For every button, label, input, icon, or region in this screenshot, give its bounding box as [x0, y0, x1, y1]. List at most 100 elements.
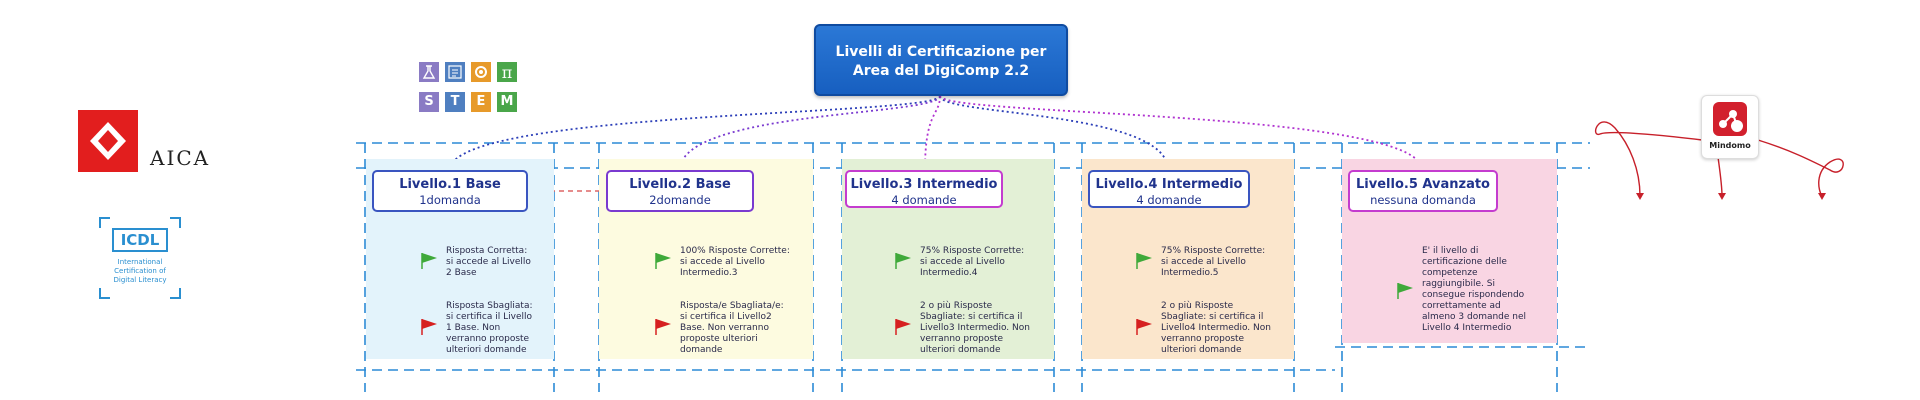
text-line: si certifica il Livello [446, 312, 533, 322]
level-4-title: Livello.4 Intermedio [1095, 177, 1243, 192]
text-line: verranno proposte [920, 334, 1004, 344]
text-line: domande [680, 345, 723, 355]
icdl-line3: Digital Literacy [113, 276, 167, 284]
root-link-line [679, 95, 941, 171]
level-2-outcome-correct: 100% Risposte Corrette: si accede al Liv… [680, 246, 800, 279]
text-line: Intermedio.5 [1161, 268, 1219, 278]
text-line: ulteriori domande [1161, 345, 1242, 355]
aica-emblem-icon [78, 110, 138, 172]
flag-green-icon [1397, 283, 1413, 299]
flag-red-icon [895, 319, 911, 335]
flag-red-icon [1136, 319, 1152, 335]
text-line: 2 o più Risposte [1161, 301, 1234, 311]
text-line: Risposta Sbagliata: [446, 301, 533, 311]
text-line: 75% Risposte Corrette: [1161, 246, 1266, 256]
level-2-topic[interactable]: Livello.2 Base 2domande [606, 170, 754, 212]
decor-curve-line [1757, 139, 1844, 197]
root-link-line [939, 95, 1169, 171]
level-5-subtitle: nessuna domanda [1370, 193, 1476, 207]
flag-red-icon [655, 319, 671, 335]
text-line: ulteriori domande [920, 345, 1001, 355]
root-link-line [924, 95, 941, 171]
flag-green-icon [655, 253, 671, 269]
root-title-line2: Area del DigiComp 2.2 [852, 63, 1030, 79]
text-line: Sbagliate: si certifica il [1161, 312, 1264, 322]
aica-logo: AICA [78, 110, 228, 172]
text-line: Sbagliate: si certifica il [920, 312, 1023, 322]
text-line: si certifica il Livello2 [680, 312, 772, 322]
level-3-outcome-wrong: 2 o più Risposte Sbagliate: si certifica… [920, 301, 1040, 356]
level-3-topic[interactable]: Livello.3 Intermedio 4 domande [845, 170, 1003, 208]
text-line: almeno 3 domande nel [1422, 312, 1527, 322]
text-line: Intermedio.3 [680, 268, 738, 278]
text-line: si accede al Livello [680, 257, 765, 267]
level-2-outcome-wrong: Risposta/e Sbagliata/e: si certifica il … [680, 301, 800, 356]
mindomo-icon [1713, 102, 1747, 136]
level-1-subtitle: 1domanda [419, 193, 481, 207]
text-line: 75% Risposte Corrette: [920, 246, 1025, 256]
level-1-topic[interactable]: Livello.1 Base 1domanda [372, 170, 528, 212]
icdl-line1: International [117, 258, 163, 266]
text-line: Intermedio.4 [920, 268, 978, 278]
mindomo-logo: Mindomo [1701, 95, 1759, 159]
level-5-title: Livello.5 Avanzato [1356, 177, 1490, 192]
level-3-subtitle: 4 domande [891, 193, 957, 207]
root-link-line [939, 95, 1423, 171]
level-1-outcome-correct: Risposta Corretta: si accede al Livello … [446, 246, 566, 279]
level-4-outcome-wrong: 2 o più Risposte Sbagliate: si certifica… [1161, 301, 1281, 356]
aica-wordmark: AICA [150, 146, 211, 170]
decor-arrow-icon [1718, 193, 1726, 200]
icdl-title: ICDL [112, 228, 168, 252]
stem-letter-m: M [497, 92, 517, 112]
level-2-title: Livello.2 Base [629, 177, 731, 192]
text-line: Risposta/e Sbagliata/e: [680, 301, 784, 311]
text-line: correttamente ad [1422, 301, 1501, 311]
icdl-logo: ICDL International Certification of Digi… [98, 216, 182, 300]
flag-green-icon [421, 253, 437, 269]
level-3-title: Livello.3 Intermedio [850, 177, 998, 192]
flag-green-icon [1136, 253, 1152, 269]
text-line: 100% Risposte Corrette: [680, 246, 790, 256]
level-1-title: Livello.1 Base [399, 177, 501, 192]
stem-letter-t: T [445, 92, 465, 112]
text-line: E' il livello di [1422, 246, 1479, 256]
level-4-topic[interactable]: Livello.4 Intermedio 4 domande [1088, 170, 1250, 208]
svg-text:π: π [502, 63, 513, 82]
root-topic[interactable]: Livelli di Certificazione per Area del D… [814, 24, 1068, 96]
level-3-outcome-correct: 75% Risposte Corrette: si accede al Live… [920, 246, 1040, 279]
level-5-topic[interactable]: Livello.5 Avanzato nessuna domanda [1348, 170, 1498, 212]
flag-green-icon [895, 253, 911, 269]
text-line: si accede al Livello [1161, 257, 1246, 267]
text-line: proposte ulteriori [680, 334, 758, 344]
decor-arrow-icon [1818, 193, 1826, 200]
text-line: si accede al Livello [446, 257, 531, 267]
level-5-outcome: E' il livello di certificazione delle co… [1422, 246, 1542, 334]
level-2-subtitle: 2domande [649, 193, 711, 207]
text-line: Base. Non verranno [680, 323, 769, 333]
text-line: Livello3 Intermedio. Non [920, 323, 1030, 333]
level-4-subtitle: 4 domande [1136, 193, 1202, 207]
stem-pictogram-icon: π [419, 62, 517, 82]
text-line: ulteriori domande [446, 345, 527, 355]
icdl-frame-icon [99, 217, 181, 299]
stem-letter-e: E [471, 92, 491, 112]
text-line: 1 Base. Non [446, 323, 501, 333]
mindomo-label: Mindomo [1709, 141, 1751, 150]
text-line: 2 Base [446, 268, 477, 278]
text-line: verranno proposte [446, 334, 530, 344]
decor-arrow-icon [1636, 193, 1644, 200]
text-line: 2 o più Risposte [920, 301, 993, 311]
text-line: Risposta Corretta: [446, 246, 528, 256]
icdl-line2: Certification of [114, 267, 166, 275]
flag-red-icon [421, 319, 437, 335]
level-1-outcome-wrong: Risposta Sbagliata: si certifica il Live… [446, 301, 566, 356]
level-4-outcome-correct: 75% Risposte Corrette: si accede al Live… [1161, 246, 1281, 279]
root-title-line1: Livelli di Certificazione per [835, 44, 1047, 60]
text-line: consegue rispondendo [1422, 290, 1525, 300]
text-line: verranno proposte [1161, 334, 1245, 344]
stem-logo: π S T E M [419, 62, 519, 116]
text-line: raggiungibile. Si [1422, 279, 1495, 289]
stem-letter-s: S [419, 92, 439, 112]
text-line: si accede al Livello [920, 257, 1005, 267]
text-line: competenze [1422, 268, 1478, 278]
